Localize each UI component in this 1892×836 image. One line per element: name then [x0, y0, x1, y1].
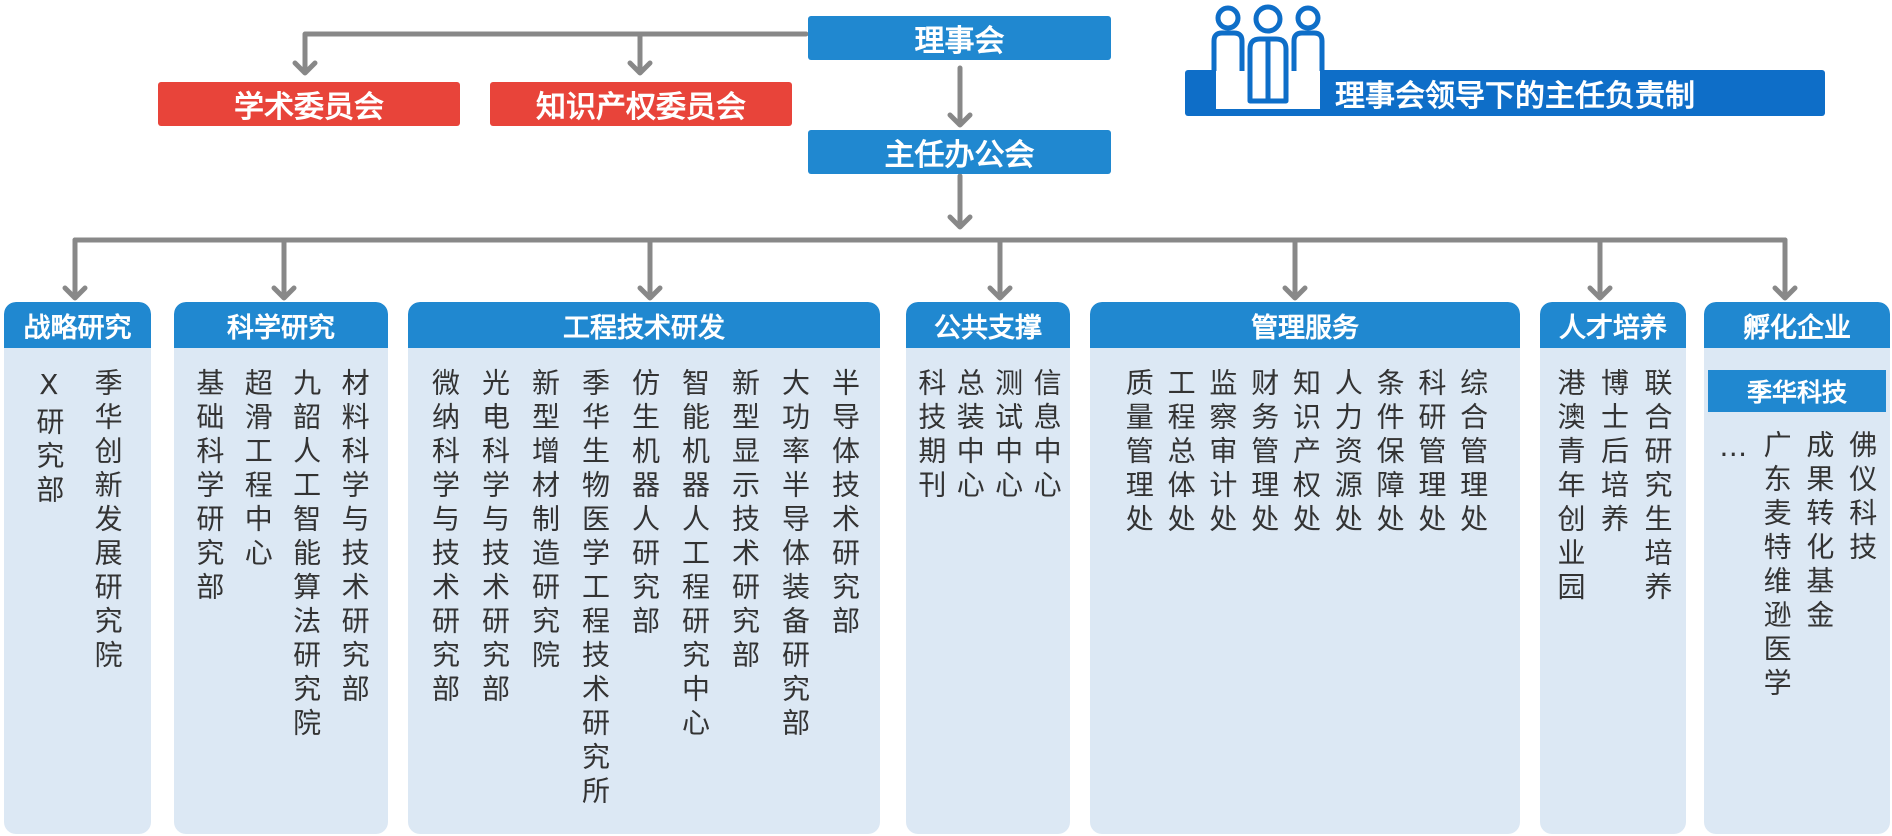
unit-label: 光电科学与技术研究部 [478, 368, 511, 708]
people-group-icon [1211, 4, 1325, 109]
panel-title: 科学研究 [174, 302, 388, 348]
ip-committee-box: 知识产权委员会 [490, 82, 792, 126]
unit-label: 仿生机器人研究部 [628, 368, 661, 640]
unit-label: 科技期刊 [914, 368, 948, 504]
panel-title: 管理服务 [1090, 302, 1520, 348]
unit-label: 人力资源处 [1330, 368, 1364, 538]
board-box: 理事会 [808, 16, 1111, 60]
unit-label: 联合研究生培养 [1640, 368, 1674, 606]
panel-engineering: 工程技术研发 半导体技术研究部 大功率半导体装备研究部 新型显示技术研究部 智能… [408, 302, 880, 834]
unit-label: 佛仪科技 [1845, 430, 1879, 566]
unit-label: 港澳青年创业园 [1553, 368, 1587, 606]
panel-title: 战略研究 [4, 302, 151, 348]
panel-subtitle: 季华科技 [1708, 370, 1886, 412]
unit-label: 智能机器人工程研究中心 [678, 368, 711, 742]
unit-label: 超滑工程中心 [240, 368, 274, 572]
panel-talent: 人才培养 联合研究生培养 博士后培养 港澳青年创业园 [1540, 302, 1686, 834]
unit-label: 大功率半导体装备研究部 [778, 368, 811, 742]
unit-label: 半导体技术研究部 [828, 368, 861, 640]
unit-label: 微纳科学与技术研究部 [428, 368, 461, 708]
panel-title: 孵化企业 [1704, 302, 1890, 348]
unit-label: 质量管理处 [1121, 368, 1155, 538]
unit-label: 综合管理处 [1456, 368, 1490, 538]
panel-title: 公共支撑 [906, 302, 1070, 348]
unit-label: 新型显示技术研究部 [728, 368, 761, 674]
panel-public-support: 公共支撑 信息中心 测试中心 总装中心 科技期刊 [906, 302, 1070, 834]
unit-label: 测试中心 [991, 368, 1025, 504]
panel-incubation: 孵化企业 季华科技 佛仪科技 成果转化基金 广东麦特维逊医学 … [1704, 302, 1890, 834]
unit-label: 工程总体处 [1163, 368, 1197, 538]
unit-label: 条件保障处 [1372, 368, 1406, 538]
unit-label: 基础科学研究部 [192, 368, 226, 606]
unit-label: 九韶人工智能算法研究院 [289, 368, 323, 742]
panel-title: 人才培养 [1540, 302, 1686, 348]
panel-title: 工程技术研发 [408, 302, 880, 348]
panel-strategy: 战略研究 季华创新发展研究院 X研究部 [4, 302, 151, 834]
unit-label: 新型增材制造研究院 [528, 368, 561, 674]
unit-label: 信息中心 [1029, 368, 1063, 504]
ellipsis-label: … [1716, 430, 1750, 469]
unit-label: 材料科学与技术研究部 [337, 368, 371, 708]
academic-committee-box: 学术委员会 [158, 82, 460, 126]
panel-science: 科学研究 材料科学与技术研究部 九韶人工智能算法研究院 超滑工程中心 基础科学研… [174, 302, 388, 834]
panel-management: 管理服务 综合管理处 科研管理处 条件保障处 人力资源处 知识产权处 财务管理处… [1090, 302, 1520, 834]
unit-label: 财务管理处 [1247, 368, 1281, 538]
unit-label: 成果转化基金 [1802, 430, 1836, 634]
unit-label: 总装中心 [952, 368, 986, 504]
director-office-box: 主任办公会 [808, 130, 1111, 174]
unit-label: 知识产权处 [1288, 368, 1322, 538]
unit-label: X研究部 [32, 368, 66, 509]
unit-label: 博士后培养 [1597, 368, 1630, 538]
unit-label: 季华生物医学工程技术研究所 [578, 368, 611, 810]
unit-label: 广东麦特维逊医学 [1759, 430, 1793, 702]
unit-label: 监察审计处 [1205, 368, 1239, 538]
unit-label: 季华创新发展研究院 [90, 368, 124, 674]
unit-label: 科研管理处 [1414, 368, 1448, 538]
